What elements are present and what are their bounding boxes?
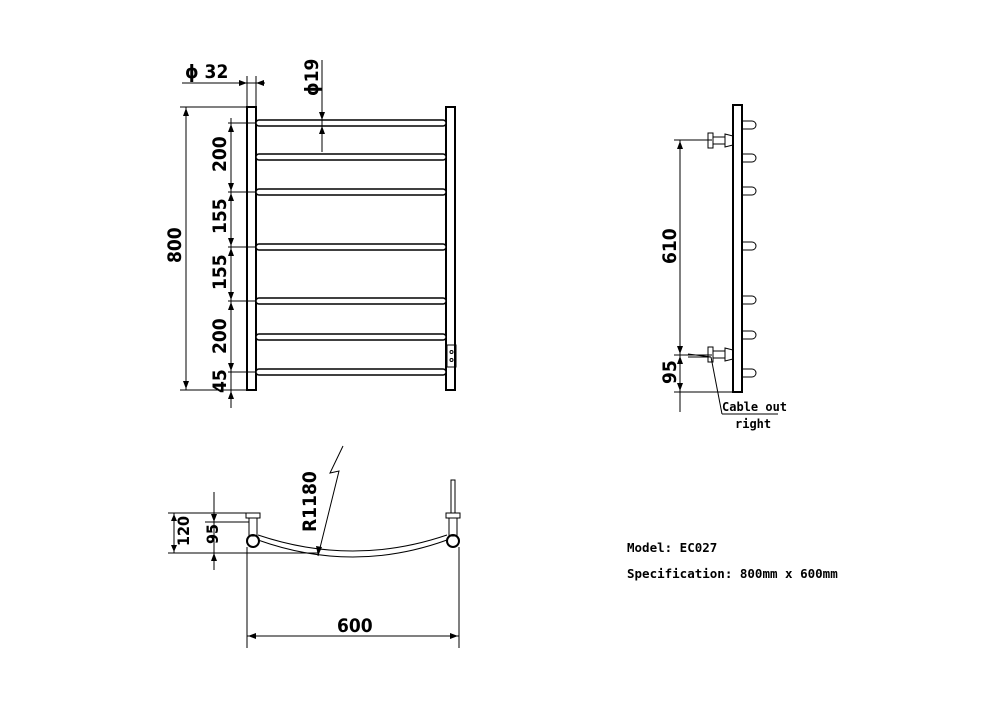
towel-bar xyxy=(255,243,447,251)
dim-width: 600 xyxy=(337,615,373,637)
curved-bar-inner xyxy=(257,534,448,552)
bar-stubs xyxy=(742,120,757,378)
specification-label: Specification: 800mm x 600mm xyxy=(627,566,838,581)
dim-diameter-rail: ϕ 32 xyxy=(185,61,228,83)
dim-diameter-bar: ϕ19 xyxy=(301,59,323,96)
bar-stub xyxy=(742,120,757,130)
radius-leader xyxy=(317,445,344,557)
towel-bar xyxy=(255,153,447,161)
dim-spacing-4: 200 xyxy=(209,318,231,354)
bar-stub xyxy=(742,330,757,340)
top-view: R1180 120 95 600 xyxy=(168,445,461,648)
left-rail xyxy=(246,106,257,391)
right-rail-section xyxy=(446,534,460,548)
dim-bottom-offset: 95 xyxy=(659,360,681,384)
towel-bar xyxy=(255,297,447,305)
front-view: ϕ 32 ϕ19 800 200 155 155 200 45 xyxy=(164,59,457,408)
dim-spacing-2: 155 xyxy=(209,198,231,234)
dim-depth-outer: 120 xyxy=(174,516,193,546)
curved-bar-outer xyxy=(257,539,448,558)
side-view: 610 95 Cable out right xyxy=(659,104,787,431)
spec-block: Model: EC027 Specification: 800mm x 600m… xyxy=(627,540,838,581)
bar-stub xyxy=(742,241,757,251)
model-label: Model: EC027 xyxy=(627,540,717,555)
cable-note-line2: right xyxy=(735,417,771,431)
heating-element-box xyxy=(446,344,457,368)
bar-stub xyxy=(742,153,757,163)
dim-spacing-5: 45 xyxy=(209,369,231,393)
towel-bar xyxy=(255,119,447,127)
bar-stub xyxy=(742,368,757,378)
dim-spacing-1: 200 xyxy=(209,136,231,172)
left-rail-section xyxy=(246,534,260,548)
dim-mount-spacing: 610 xyxy=(659,228,681,264)
cable-note-line1: Cable out xyxy=(722,400,787,414)
side-rail xyxy=(732,104,743,393)
dim-radius: R1180 xyxy=(299,471,321,532)
towel-bars xyxy=(255,119,447,376)
dim-spacing-3: 155 xyxy=(209,254,231,290)
bar-stub xyxy=(742,186,757,196)
towel-bar xyxy=(255,333,447,341)
dim-depth-inner: 95 xyxy=(203,524,222,544)
bar-stub xyxy=(742,295,757,305)
dim-overall-height: 800 xyxy=(164,227,186,263)
towel-bar xyxy=(255,368,447,376)
towel-bar xyxy=(255,188,447,196)
cable-stub xyxy=(450,479,456,514)
